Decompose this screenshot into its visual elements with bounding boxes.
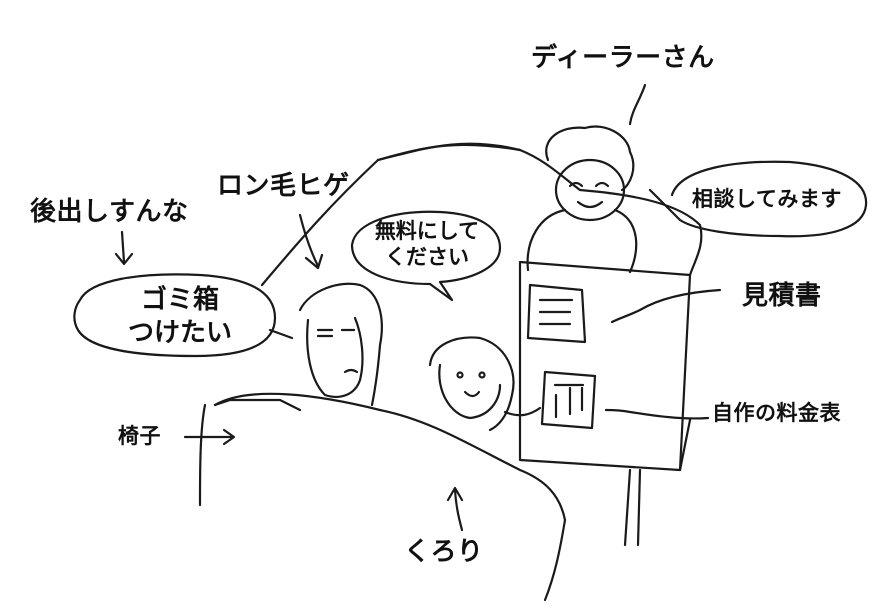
arrow-atodashi — [114, 230, 134, 266]
longhair-face — [306, 316, 364, 398]
longhair-mouth — [343, 368, 359, 374]
arrow-price — [604, 408, 710, 420]
label-estimate: 見積書 — [742, 281, 822, 311]
kurori-mouth — [463, 390, 481, 398]
estimate-paper — [526, 283, 587, 344]
chair-front — [198, 403, 207, 507]
label-trash-line2: つけたい — [127, 317, 232, 348]
sofa-back-top — [376, 142, 522, 162]
label-trash-line1: ゴミ箱 — [140, 285, 219, 315]
label-atodashi: 後出しすんな — [30, 197, 189, 227]
longhair-eyes — [316, 328, 356, 338]
estimate-lines — [538, 298, 574, 326]
arrow-dealer — [628, 83, 647, 126]
label-free: 無料にして ください — [362, 218, 492, 271]
arrow-estimate — [610, 288, 722, 324]
dealer-eyes — [568, 181, 610, 188]
price-list — [540, 370, 597, 430]
label-trash: ゴミ箱 つけたい — [100, 284, 260, 349]
kurori-arm — [503, 406, 542, 417]
bubble-dealer — [648, 160, 868, 238]
bubble-trash — [73, 273, 294, 358]
kurori-eye-right — [478, 371, 486, 379]
kurori-hair — [428, 336, 515, 432]
arrow-kurori — [446, 486, 464, 532]
longhair-hair — [298, 282, 383, 407]
bubble-free — [350, 210, 502, 302]
price-list-marks — [553, 383, 585, 419]
chair-arm — [213, 398, 302, 412]
label-kurori: くろり — [404, 537, 484, 567]
table-leg — [623, 468, 642, 547]
chair-right — [543, 518, 567, 602]
label-free-line1: 無料にして — [374, 219, 480, 243]
label-chair: 椅子 — [118, 424, 161, 448]
arrow-longhair — [298, 213, 324, 270]
chair-back — [213, 392, 567, 522]
sofa-back — [260, 143, 703, 287]
dealer-hair — [545, 125, 635, 192]
table-side — [678, 418, 692, 472]
kurori-eye-left — [456, 371, 464, 379]
label-dealer: ディーラーさん — [531, 43, 715, 73]
label-free-line2: ください — [385, 245, 469, 270]
dealer-mouth — [576, 200, 604, 209]
label-long-hair: ロン毛ヒゲ — [217, 171, 350, 201]
dealer-body — [526, 208, 638, 274]
label-self-price: 自作の料金表 — [712, 401, 841, 425]
label-dealer-speech: 相談してみます — [692, 187, 842, 211]
table-top — [518, 260, 692, 472]
kurori-face — [438, 363, 502, 420]
arrow-chair — [183, 428, 236, 446]
dealer-face — [554, 158, 626, 222]
